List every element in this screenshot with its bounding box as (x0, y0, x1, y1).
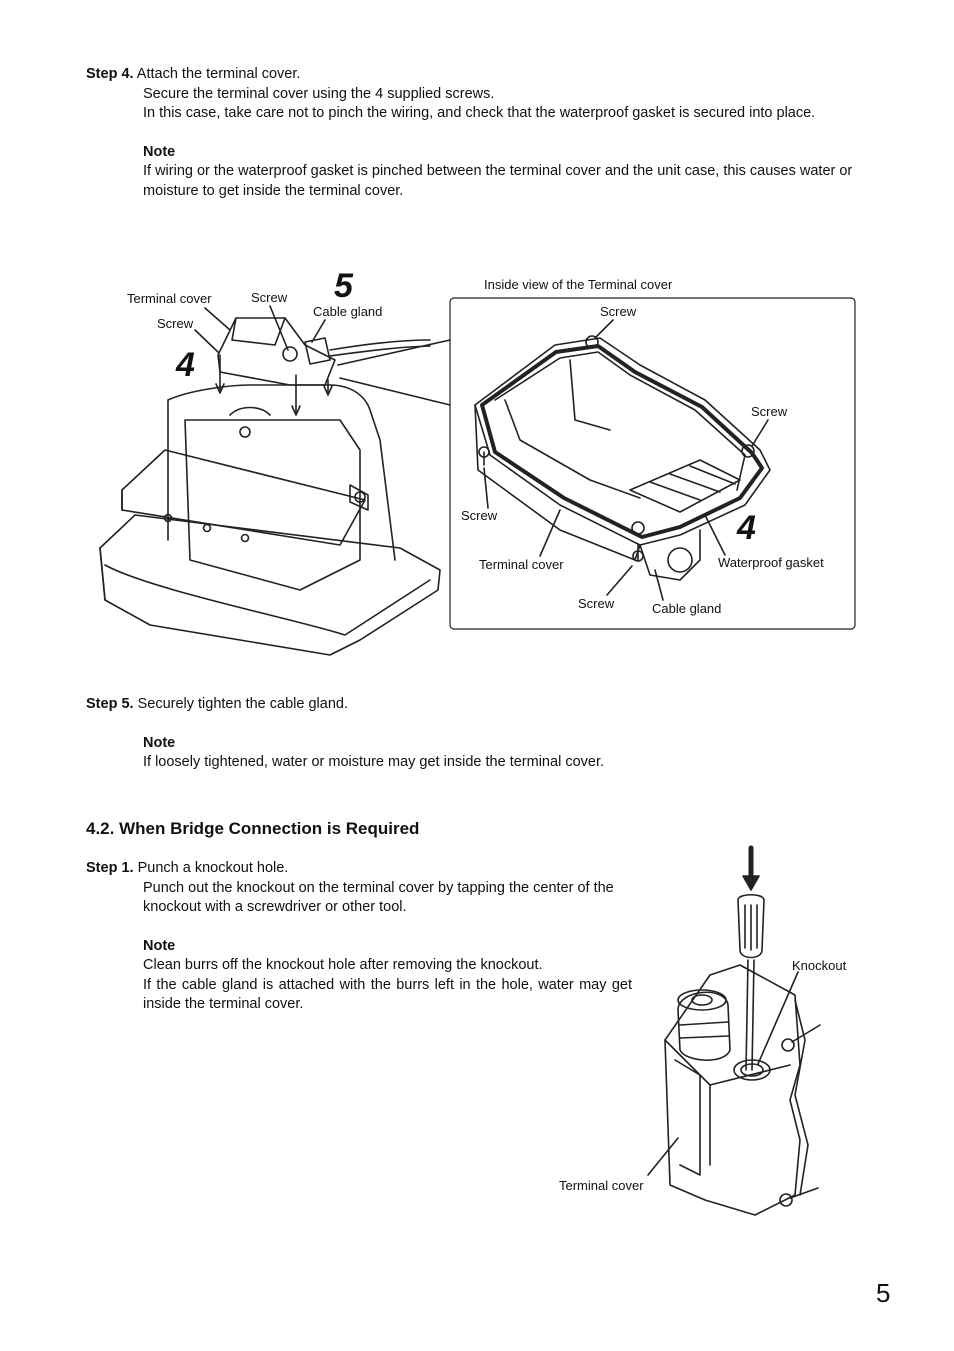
unit-base-plate (99, 514, 441, 656)
step-number-4-left: 4 (176, 346, 195, 384)
mounting-bracket (121, 449, 366, 546)
step1-text: Punch out the knockout on the terminal c… (143, 879, 614, 916)
step4-title: Attach the terminal cover. (136, 66, 301, 82)
inset-label-screw-top: Screw (600, 304, 637, 319)
section-heading: 4.2. When Bridge Connection is Required (86, 819, 420, 838)
step5-note-heading: Note (143, 734, 176, 751)
inset-label-cable-gland: Cable gland (652, 601, 722, 616)
step1-label: Step 1. (86, 860, 134, 876)
step5-body: Note If loosely tightened, water or mois… (143, 715, 868, 773)
inset-label-terminal-cover: Terminal cover (479, 557, 564, 572)
gasket (480, 344, 764, 539)
step5-label: Step 5. (86, 696, 134, 712)
step1-note-line2: If the cable gland is attached with the … (143, 976, 632, 1013)
label-terminal-cover-fig2: Terminal cover (559, 1178, 644, 1193)
step4-line2: In this case, take care not to pinch the… (143, 105, 816, 121)
cable-gland-left (304, 337, 331, 365)
screwdriver-handle (737, 893, 765, 959)
step5-block: Step 5. Securely tighten the cable gland… (86, 695, 868, 773)
label-cable-gland: Cable gland (313, 304, 383, 319)
step5-header-line: Step 5. Securely tighten the cable gland… (86, 695, 868, 715)
inset-label-screw-left: Screw (461, 508, 498, 523)
label-terminal-cover: Terminal cover (127, 291, 212, 306)
step-number-4-inset: 4 (737, 509, 756, 547)
terminal-cover-top (217, 317, 336, 386)
inset-label-waterproof-gasket: Waterproof gasket (718, 555, 824, 570)
unit-body (167, 384, 396, 561)
cable-gland-right (677, 991, 731, 1061)
step1-note-heading: Note (143, 937, 176, 954)
step4-block: Step 4. Attach the terminal cover. Secur… (86, 65, 868, 201)
label-screw-left: Screw (157, 316, 194, 331)
step1-note-line1: Clean burrs off the knockout hole after … (143, 957, 543, 973)
label-screw-top: Screw (251, 290, 288, 305)
step1-header-line: Step 1. Punch a knockout hole. (86, 859, 638, 879)
step1-block: Step 1. Punch a knockout hole. Punch out… (86, 859, 638, 1015)
step4-label: Step 4. (86, 66, 134, 82)
label-knockout: Knockout (792, 958, 847, 973)
page-number: 5 (876, 1278, 891, 1308)
step1-title: Punch a knockout hole. (137, 860, 289, 876)
inset-cover-outer (474, 337, 771, 546)
step1-body: Punch out the knockout on the terminal c… (143, 879, 638, 1015)
inset-label-screw-bottom: Screw (578, 596, 615, 611)
step-number-5: 5 (334, 267, 353, 305)
step4-line1: Secure the terminal cover using the 4 su… (143, 85, 495, 102)
step4-header-line: Step 4. Attach the terminal cover. (86, 65, 868, 85)
step5-title: Securely tighten the cable gland. (137, 696, 348, 712)
step4-body: Secure the terminal cover using the 4 su… (143, 85, 868, 202)
inset-title: Inside view of the Terminal cover (484, 277, 673, 292)
step4-note-heading: Note (143, 143, 176, 160)
terminal-cover-body (664, 964, 801, 1216)
inset-label-screw-right: Screw (751, 404, 788, 419)
step5-note-text: If loosely tightened, water or moisture … (143, 754, 604, 770)
step4-note-text: If wiring or the waterproof gasket is pi… (143, 163, 853, 199)
inset-frame (449, 297, 856, 630)
